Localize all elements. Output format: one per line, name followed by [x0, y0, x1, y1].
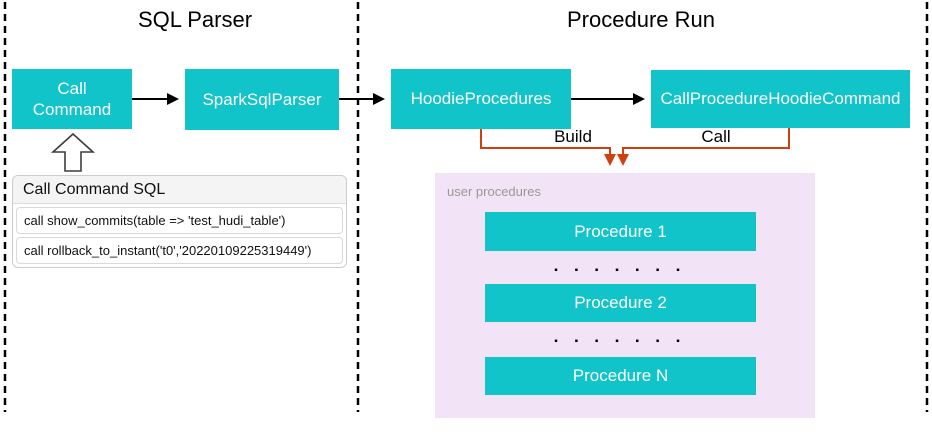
section-title-procedure-run: Procedure Run	[567, 7, 715, 32]
node-spark-sql-parser: SparkSqlParser	[185, 69, 339, 130]
node-call-procedure-hoodie-command: CallProcedureHoodieCommand	[651, 70, 910, 128]
sql-statement-row: call show_commits(table => 'test_hudi_ta…	[16, 207, 343, 234]
procedure-box-1: Procedure 1	[485, 212, 756, 251]
connector-call	[617, 128, 790, 166]
procedure-box-n: Procedure N	[485, 357, 756, 395]
ellipsis-dots: ▪ ▪ ▪ ▪ ▪ ▪ ▪	[554, 265, 687, 276]
sql-card-title: Call Command SQL	[13, 176, 346, 204]
call-command-sql-card: Call Command SQL call show_commits(table…	[12, 175, 347, 268]
edge-label-call: Call	[701, 127, 731, 146]
user-procedures-label: user procedures	[447, 184, 541, 199]
edge-label-build: Build	[554, 127, 592, 146]
ellipsis-dots: ▪ ▪ ▪ ▪ ▪ ▪ ▪	[554, 336, 687, 347]
connector-build	[480, 129, 616, 166]
node-hoodie-procedures: HoodieProcedures	[391, 69, 571, 129]
sql-statement-row: call rollback_to_instant('t0','202201092…	[16, 237, 343, 264]
section-title-sql-parser: SQL Parser	[137, 7, 253, 32]
hollow-up-arrow-icon	[50, 132, 96, 172]
node-call-command: Call Command	[12, 69, 132, 129]
procedure-box-2: Procedure 2	[485, 284, 756, 322]
